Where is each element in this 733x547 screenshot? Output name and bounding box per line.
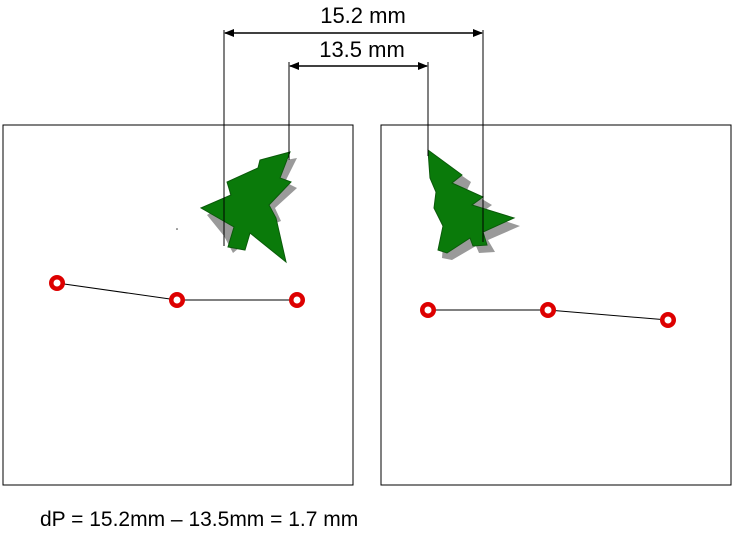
right-points [420,302,676,328]
right-point-1 [420,302,436,318]
right-point-2 [540,302,556,318]
parallax-formula: dP = 15.2mm – 13.5mm = 1.7 mm [40,508,359,531]
right-tree-shape [427,148,516,254]
inner-measurement-label: 13.5 mm [319,37,405,62]
stray-dot [176,228,178,230]
left-photo-frame [2,124,354,486]
left-points [49,275,305,308]
left-point-2 [169,292,185,308]
left-point-1 [49,275,65,291]
left-point-3 [289,292,305,308]
outer-measurement-label: 15.2 mm [320,3,406,28]
left-tree-icon [199,151,297,264]
right-photo-frame [380,124,732,486]
right-tree-icon [427,148,520,260]
left-tree-shape [199,151,292,264]
right-point-3 [660,312,676,328]
